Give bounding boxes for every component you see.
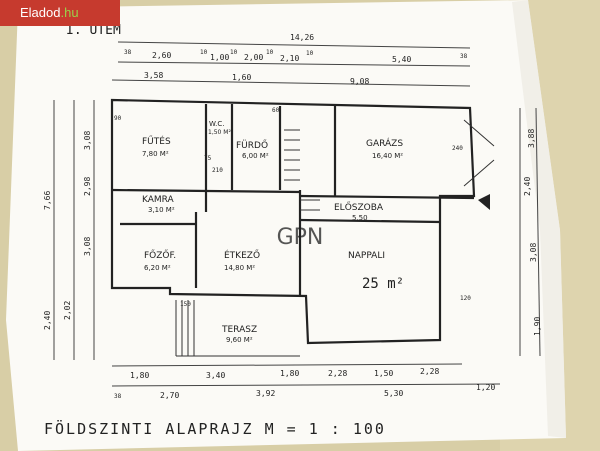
room-area: 3,10 M² [148, 206, 175, 214]
room-area: 25 m² [362, 276, 404, 292]
dim-top: 38 [124, 49, 132, 56]
room-label: NAPPALI [348, 251, 385, 261]
room-label: W.C. [209, 120, 224, 128]
dim-right: 1,90 [533, 317, 542, 336]
dim-top: 2,00 [244, 53, 263, 62]
dim-top: 3,58 [144, 71, 163, 80]
dim-bottom: 2,28 [420, 367, 439, 376]
opening-mark: 210 [212, 167, 223, 174]
dim-bottom: 38 [114, 393, 122, 400]
dim-right: 2,40 [523, 177, 532, 196]
dimension-lines [53, 41, 541, 387]
dim-top: 1,00 [210, 53, 229, 62]
opening-mark: 240 [452, 145, 463, 152]
dim-left: 2,98 [83, 177, 92, 196]
staircase [284, 129, 320, 211]
dim-bottom: 1,80 [280, 369, 299, 378]
dim-overall: 14,26 [290, 33, 314, 42]
dim-top: 10 [230, 49, 238, 56]
room-area: 6,20 M² [144, 264, 171, 272]
room-label: FÜRDŐ [236, 140, 268, 151]
dim-top: 1,60 [232, 73, 251, 82]
opening-mark: 75 [204, 155, 212, 162]
dim-bottom: 5,30 [384, 389, 403, 398]
room-area: 6,00 M² [242, 152, 269, 160]
dim-bottom: 3,92 [256, 389, 275, 398]
dim-top: 10 [266, 49, 274, 56]
opening-mark: 90 [114, 115, 122, 122]
dim-top: 2,10 [280, 54, 299, 63]
room-area: 7,80 M² [142, 150, 169, 158]
room-area: 14,80 M² [224, 264, 255, 272]
dim-bottom: 3,40 [206, 371, 225, 380]
dim-left: 2,40 [43, 311, 52, 330]
terrace-steps [175, 300, 300, 357]
dim-left: 3,08 [83, 237, 92, 256]
opening-mark: 60 [272, 107, 280, 114]
dim-top: 38 [460, 53, 468, 60]
logo-brand-text: Eladod [20, 5, 61, 20]
dim-top: 2,60 [152, 51, 171, 60]
dim-top: 9,08 [350, 77, 369, 86]
dim-bottom: 1,50 [374, 369, 393, 378]
dim-bottom: 1,20 [476, 383, 495, 392]
room-area: 16,40 M² [372, 152, 403, 160]
site-logo-badge: Eladod.hu [0, 0, 120, 26]
plan-caption: FÖLDSZINTI ALAPRAJZ M = 1 : 100 [44, 419, 386, 438]
opening-mark: 150 [180, 301, 191, 308]
watermark: GPN [277, 225, 324, 250]
garage-door [463, 119, 495, 187]
room-area: 9,60 M² [226, 336, 253, 344]
room-label: FŐZŐF. [144, 250, 176, 261]
outer-wall [110, 98, 476, 345]
room-area: 5,50 [352, 214, 368, 222]
dim-left: 2,02 [63, 301, 72, 320]
room-label: TERASZ [221, 325, 257, 335]
room-label: ELŐSZOBA [334, 202, 384, 213]
dim-right: 3,08 [529, 243, 538, 262]
room-label: KAMRA [142, 195, 175, 205]
dim-left: 3,08 [83, 131, 92, 150]
room-area: 1,50 M² [208, 129, 231, 136]
room-label: ÉTKEZŐ [224, 249, 260, 261]
dim-right: 3,88 [527, 129, 536, 148]
dim-left: 7,66 [43, 191, 52, 210]
dim-top: 5,40 [392, 55, 411, 64]
dim-top: 10 [200, 49, 208, 56]
logo-suffix-text: .hu [60, 5, 79, 20]
room-label: GARÁZS [366, 137, 403, 149]
room-label: FŰTÉS [142, 135, 171, 147]
opening-mark: 120 [460, 295, 471, 302]
dim-bottom: 2,28 [328, 369, 347, 378]
paper-sheet [6, 0, 566, 451]
dim-top: 10 [306, 50, 314, 57]
dim-bottom: 1,80 [130, 371, 149, 380]
dim-bottom: 2,70 [160, 391, 179, 400]
